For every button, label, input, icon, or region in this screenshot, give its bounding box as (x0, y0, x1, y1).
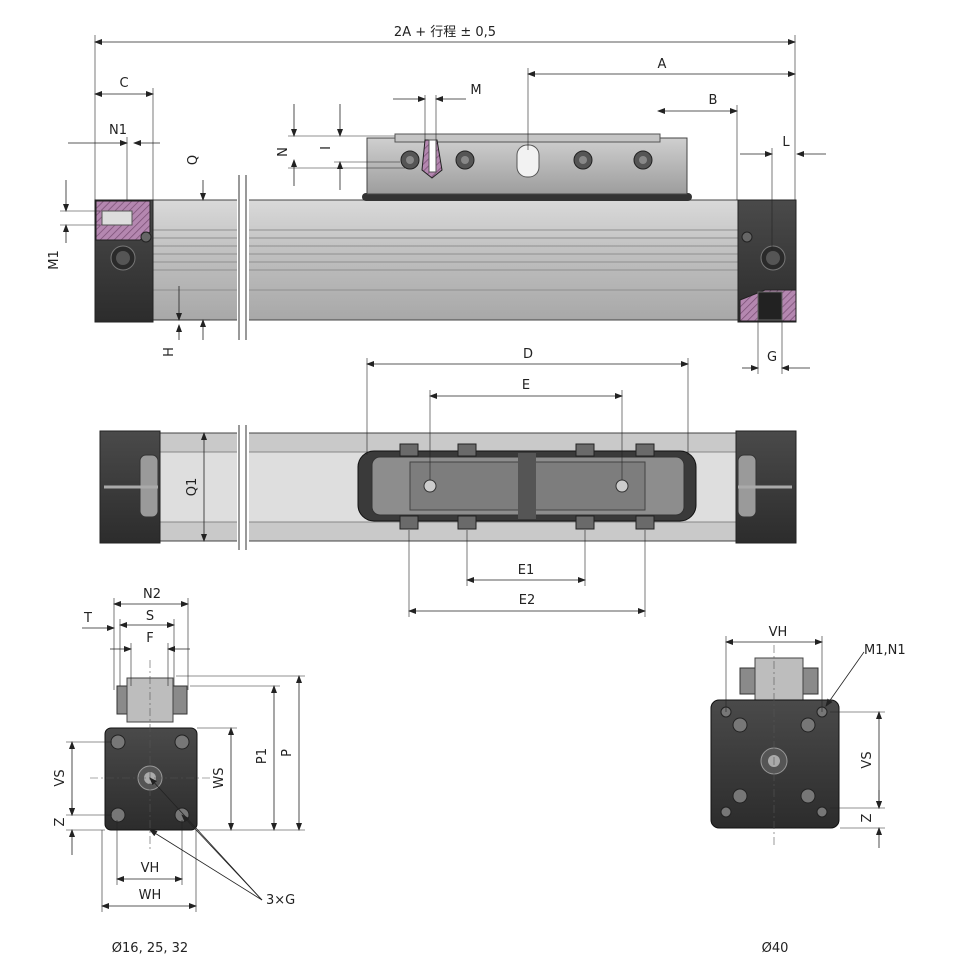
dim-G-label: G (767, 350, 777, 365)
dim-P-label: P (280, 749, 295, 757)
overall-length-label: 2A + 行程 ± 0,5 (394, 25, 496, 40)
dim-T-label: T (83, 611, 92, 626)
caption-small-sizes: Ø16, 25, 32 (112, 941, 188, 956)
dim-M1N1-label: M1,N1 (864, 643, 906, 658)
dim-A-label: A (658, 57, 667, 72)
dim-N2-label: N2 (143, 587, 161, 602)
dim-VH-small-label: VH (141, 861, 160, 876)
dim-3xG-label: 3×G (266, 893, 295, 908)
dim-H-label: H (162, 347, 177, 357)
dim-VS-large-label: VS (860, 751, 875, 768)
dim-I-label: I (319, 146, 334, 150)
dim-N1-label: N1 (109, 123, 127, 138)
dim-Q-label: Q (186, 155, 201, 165)
dim-P1-label: P1 (255, 748, 270, 764)
dim-S-label: S (146, 609, 154, 624)
end-view-small (104, 677, 198, 831)
dim-Z-small-label: Z (53, 817, 68, 826)
dim-B-label: B (709, 93, 718, 108)
top-view (99, 425, 797, 550)
dim-E-label: E (522, 378, 530, 393)
dim-N-label: N (276, 147, 291, 157)
dim-L-label: L (782, 135, 790, 150)
dim-WH-label: WH (139, 888, 162, 903)
dim-VS-small-label: VS (53, 769, 68, 786)
end-view-large (710, 657, 840, 829)
caption-large-size: Ø40 (762, 941, 789, 956)
carriage (362, 133, 692, 201)
dim-Z-large-label: Z (860, 813, 875, 822)
dim-M-label: M (470, 83, 481, 98)
dim-E2-label: E2 (519, 593, 536, 608)
dim-Q1-label: Q1 (185, 478, 200, 497)
dim-VH-large-label: VH (769, 625, 788, 640)
dim-WS-label: WS (212, 767, 227, 788)
dim-M1-label: M1 (47, 250, 62, 270)
side-view (94, 133, 797, 340)
dim-E1-label: E1 (518, 563, 535, 578)
dim-D-label: D (523, 347, 533, 362)
dim-F-label: F (146, 631, 153, 646)
dim-C-label: C (119, 76, 128, 91)
